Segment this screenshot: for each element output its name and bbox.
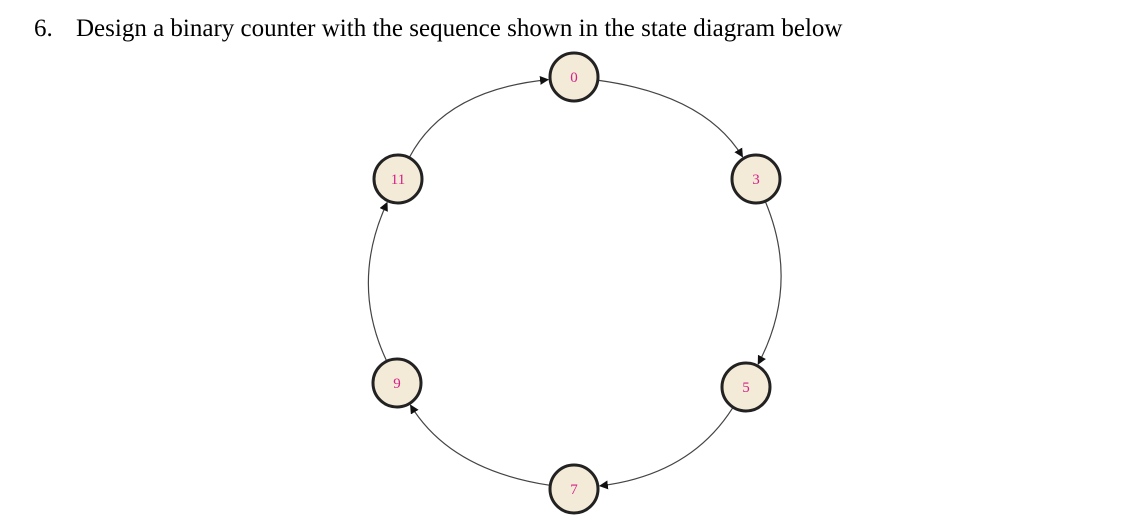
state-circle [371, 357, 423, 409]
transition-s0-to-s3 [598, 79, 744, 158]
state-circle [372, 153, 424, 205]
question-number: 6. [34, 15, 53, 42]
state-circle [720, 361, 772, 413]
question-prompt: Design a binary counter with the sequenc… [76, 15, 843, 42]
state-node-5: 5 [720, 361, 772, 413]
state-circle [730, 153, 782, 205]
transition-s9-to-s11 [367, 201, 388, 361]
transition-s5-to-s7 [598, 407, 734, 490]
state-node-9: 9 [371, 357, 423, 409]
transition-s3-to-s5 [757, 201, 782, 365]
state-node-3: 3 [730, 153, 782, 205]
state-label: 7 [570, 482, 578, 498]
state-label: 9 [393, 376, 401, 392]
state-label: 3 [752, 172, 760, 188]
state-circle [548, 51, 600, 103]
state-label: 0 [570, 70, 578, 86]
state-node-11: 11 [372, 153, 424, 205]
state-label: 5 [742, 380, 750, 396]
state-label: 11 [391, 172, 405, 188]
state-node-0: 0 [548, 51, 600, 103]
transition-s7-to-s9 [410, 404, 550, 486]
state-node-7: 7 [548, 463, 600, 515]
transition-s11-to-s0 [409, 75, 550, 158]
question-text: 6. Design a binary counter with the seque… [34, 14, 842, 44]
state-circle [548, 463, 600, 515]
